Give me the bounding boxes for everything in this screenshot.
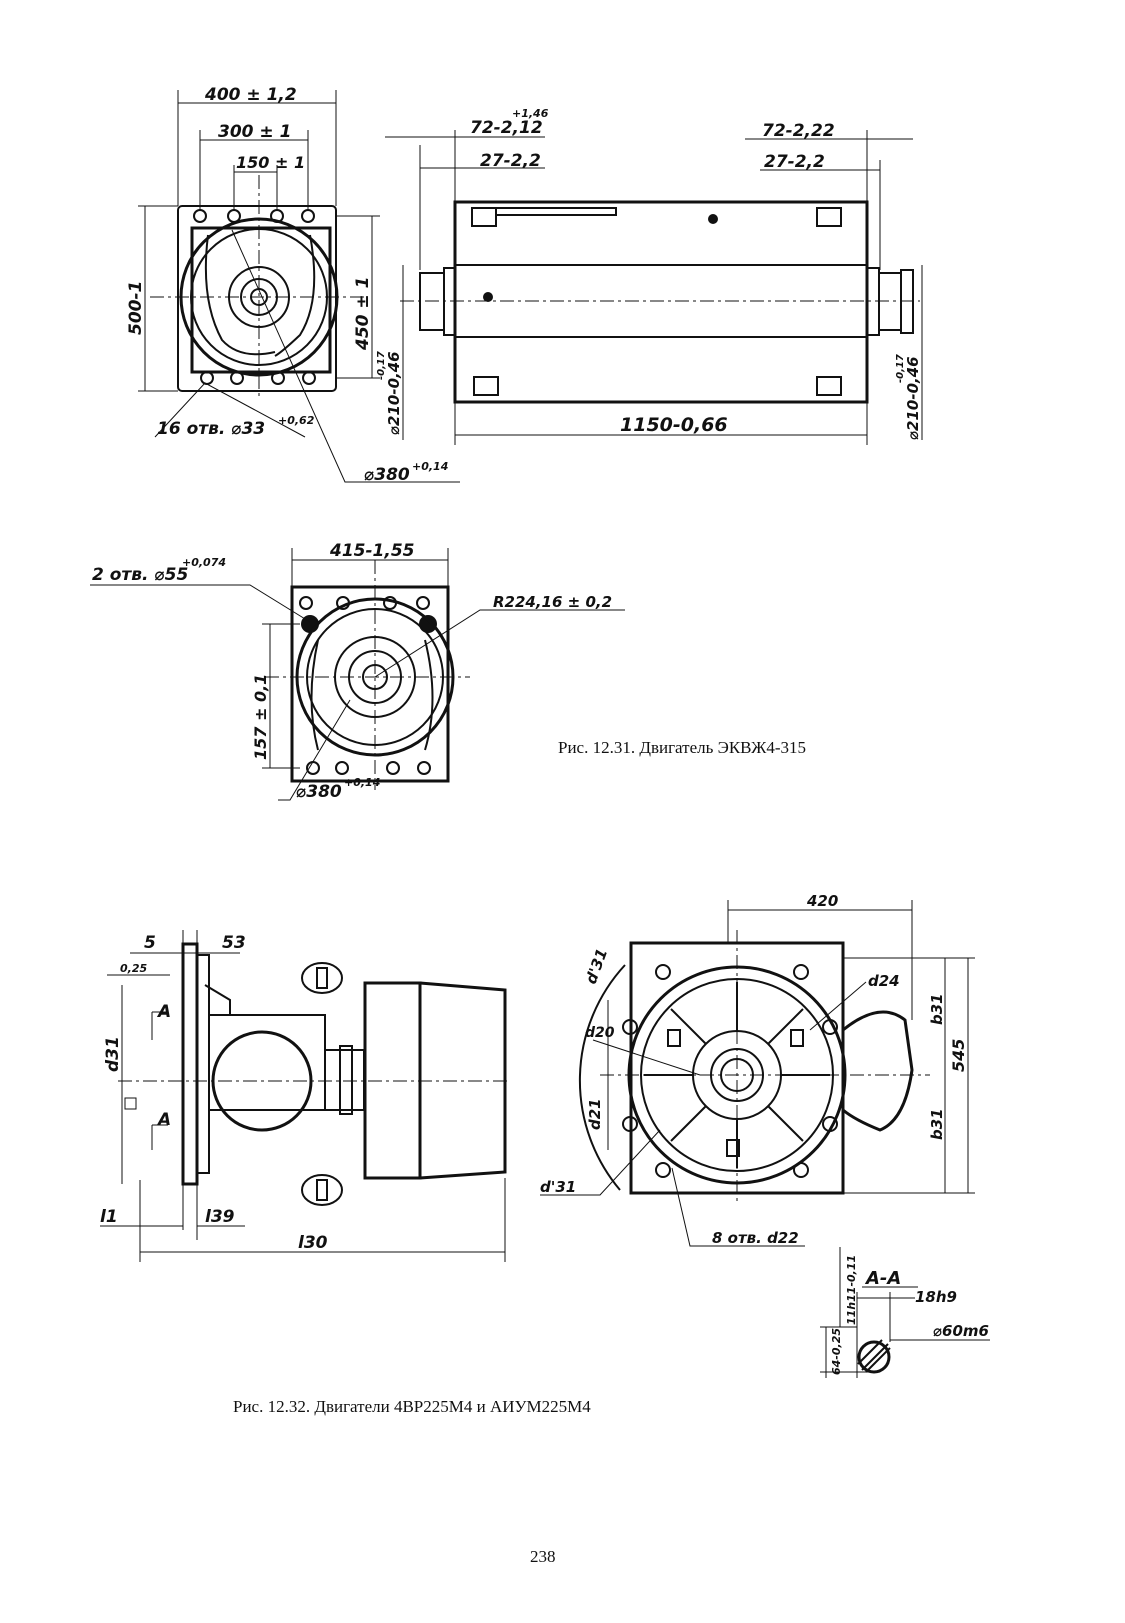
dim-height-500: 500-1 <box>126 281 146 335</box>
dim-d24: d24 <box>868 972 900 990</box>
dim-holes-2-tol: +0,074 <box>182 556 226 569</box>
dim-shaft-left: ⌀210-0,46 <box>385 351 403 435</box>
drawing-section-aa <box>820 1247 990 1378</box>
dim-5: 5 <box>144 933 156 953</box>
drawing-end-view-top <box>138 90 460 483</box>
dim-shaft-left-tol: -0,17 <box>376 351 387 380</box>
dim-left-27: 27-2,2 <box>480 151 541 171</box>
dim-right-72: 72-2,22 <box>762 121 835 141</box>
dim-length-1150: 1150-0,66 <box>620 414 728 436</box>
dim-bore-380-b-tol: +0,14 <box>344 776 380 789</box>
dim-hole-spacing-300: 300 ± 1 <box>218 122 291 142</box>
dim-d31-prime-bottom: d'31 <box>540 1178 576 1196</box>
dim-b31-bottom: b31 <box>928 1108 946 1140</box>
dim-shaft-right: ⌀210-0,46 <box>904 356 922 440</box>
dim-b31-top: b31 <box>928 993 946 1025</box>
drawing-end-view-bottom <box>540 900 975 1247</box>
dim-53: 53 <box>222 933 246 953</box>
dim-d21: d21 <box>586 1098 604 1130</box>
dim-d31-prime-top: d'31 <box>582 946 611 986</box>
dim-holes-2: 2 отв. ⌀55 <box>92 565 188 585</box>
figure-caption-12-32: Рис. 12.32. Двигатели 4ВР225М4 и АИУМ225… <box>233 1397 591 1416</box>
dim-545: 545 <box>949 1039 968 1072</box>
dim-key-depth: 64-0,25 <box>830 1328 843 1375</box>
dim-tol-box: 0,25 <box>120 962 147 975</box>
dim-width-415: 415-1,55 <box>329 541 415 561</box>
figure-caption-12-31: Рис. 12.31. Двигатель ЭКВЖ4-315 <box>558 738 806 757</box>
dim-l1: l1 <box>100 1207 118 1227</box>
dim-bore-380-tol: +0,14 <box>412 460 448 473</box>
dim-right-27: 27-2,2 <box>764 152 825 172</box>
page-number: 238 <box>530 1547 556 1566</box>
dim-bore-380: ⌀380 <box>364 465 410 485</box>
dim-420: 420 <box>806 892 838 910</box>
dim-left-72: 72-2,12 <box>470 118 543 138</box>
dim-holes-16-tol: +0,62 <box>278 414 315 427</box>
dim-l30: l30 <box>298 1233 328 1253</box>
dim-holes-16: 16 отв. ⌀33 <box>157 419 265 439</box>
dim-key-width: 18h9 <box>915 1288 957 1306</box>
dim-shaft-right-tol: -0,17 <box>895 354 906 383</box>
section-aa-title: A-A <box>864 1268 901 1289</box>
drawing-side-view-bottom <box>100 930 510 1262</box>
drawing-end-view-middle <box>90 548 625 801</box>
dim-height-450: 450 ± 1 <box>353 277 373 351</box>
dim-flange-width: 400 ± 1,2 <box>204 85 297 105</box>
dim-shaft-60: ⌀60m6 <box>933 1322 989 1340</box>
drawing-side-view-top <box>385 130 923 445</box>
dim-d22: 8 отв. d22 <box>712 1229 799 1247</box>
dim-bore-380-b: ⌀380 <box>296 782 342 802</box>
dim-left-72-tol: +1,46 <box>512 107 549 120</box>
dim-shaft-depth: 11h11-0,11 <box>845 1255 858 1325</box>
dim-d20: d20 <box>585 1025 615 1041</box>
dim-hole-spacing-150: 150 ± 1 <box>236 153 305 172</box>
section-mark-top: A <box>156 1002 171 1022</box>
dim-radius: R224,16 ± 0,2 <box>493 593 612 611</box>
section-mark-bottom: A <box>156 1110 171 1130</box>
dim-l39: l39 <box>205 1207 235 1227</box>
dim-d31: d31 <box>103 1036 123 1072</box>
dim-height-157: 157 ± 0,1 <box>251 674 270 760</box>
